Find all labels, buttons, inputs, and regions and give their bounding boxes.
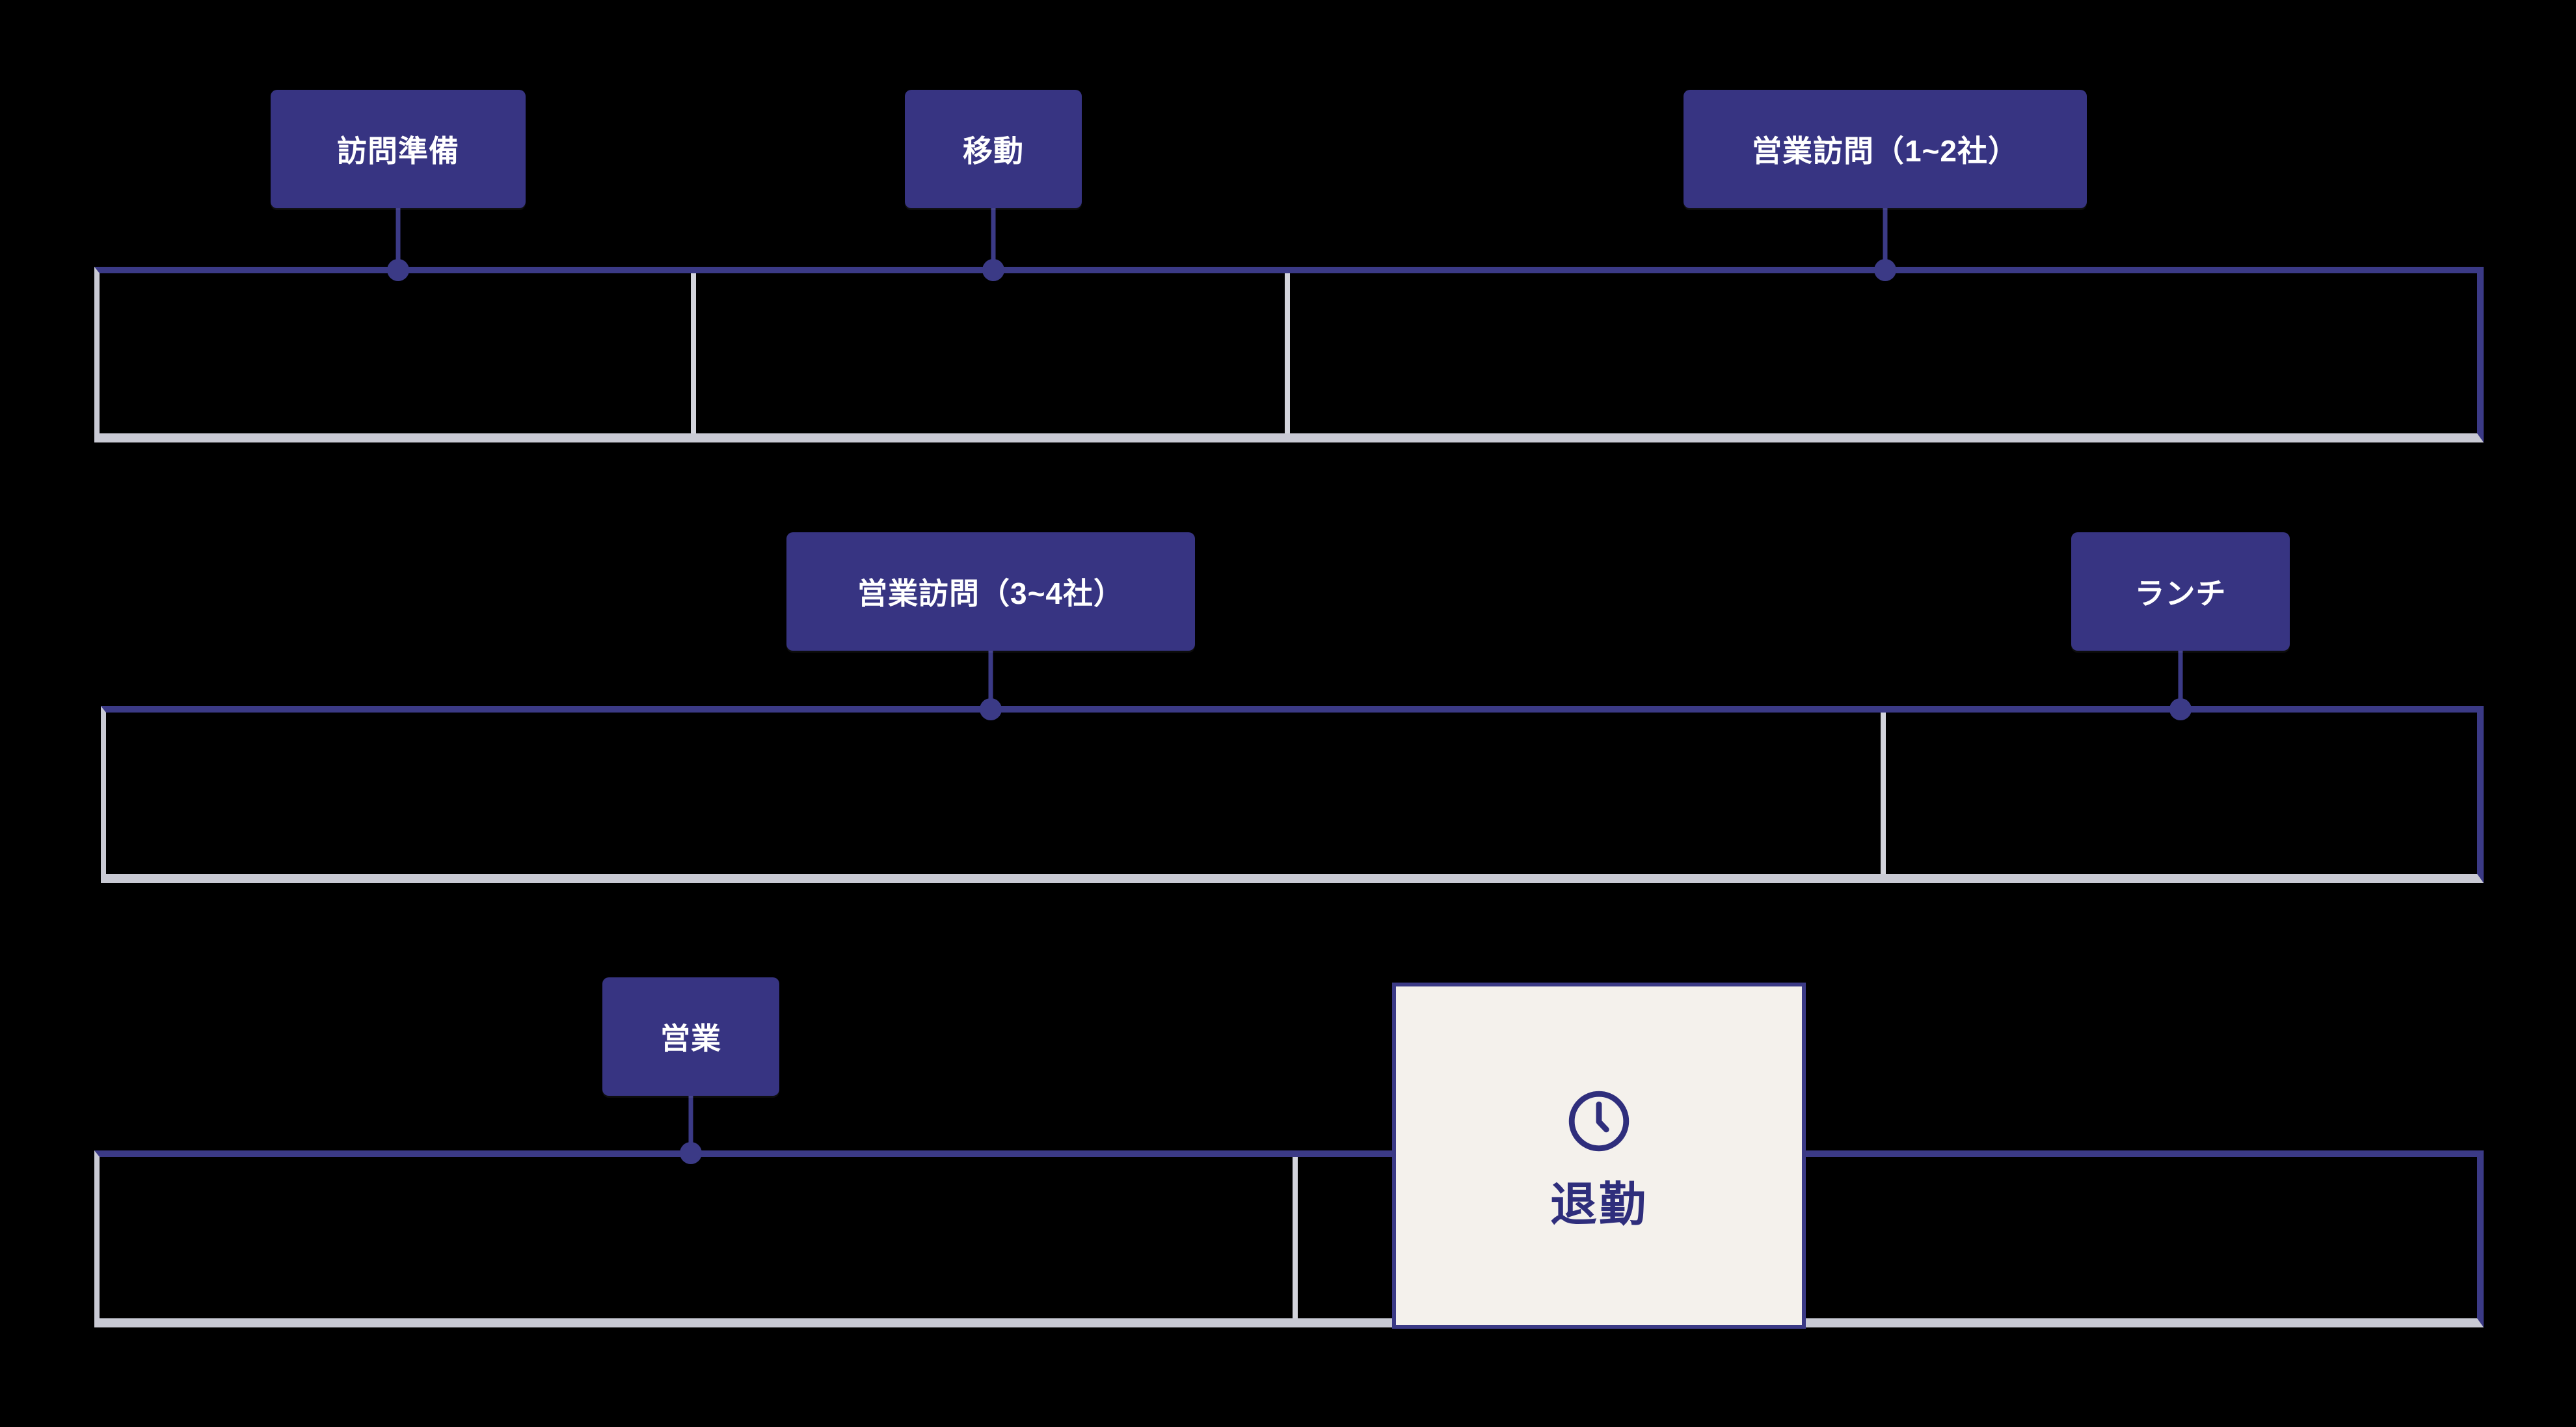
clock-out-label: 退勤 (1550, 1179, 1648, 1231)
row-1-divider-1 (691, 273, 696, 433)
label-transit-text: 移動 (963, 134, 1024, 168)
clock-out-card[interactable]: 退勤 (1392, 983, 1806, 1329)
label-visit-prep[interactable]: 訪問準備 (271, 90, 526, 208)
marker-lunch (2169, 698, 2192, 720)
label-lunch-text: ランチ (2134, 577, 2227, 610)
timeline-row-1[interactable] (94, 267, 2484, 442)
marker-transit (982, 259, 1004, 281)
label-sales-visit-b-text: 営業訪問（3~4社） (857, 577, 1125, 610)
label-sales-visit-b[interactable]: 営業訪問（3~4社） (786, 532, 1195, 651)
connector-sales (688, 1094, 693, 1156)
connector-visit-prep (396, 207, 401, 272)
connector-lunch (2178, 651, 2183, 711)
connector-transit (991, 207, 996, 272)
connector-sales-visit-a (1883, 207, 1888, 272)
row-3-divider-1 (1293, 1157, 1298, 1318)
marker-visit-prep (387, 259, 409, 281)
row-2-divider-1 (1881, 713, 1886, 874)
label-sales-visit-a-text: 営業訪問（1~2社） (1751, 134, 2019, 168)
label-lunch[interactable]: ランチ (2071, 532, 2290, 651)
row-1-divider-2 (1285, 273, 1290, 433)
marker-sales-visit-a (1874, 259, 1896, 281)
label-sales-text: 営業 (660, 1022, 721, 1055)
label-sales[interactable]: 営業 (602, 977, 779, 1096)
connector-sales-visit-b (988, 651, 993, 711)
clock-icon (1561, 1083, 1637, 1160)
marker-sales-visit-b (980, 698, 1002, 720)
timeline-row-3[interactable] (94, 1150, 2484, 1327)
marker-sales (680, 1142, 702, 1164)
label-visit-prep-text: 訪問準備 (337, 134, 459, 168)
label-transit[interactable]: 移動 (905, 90, 1082, 208)
label-sales-visit-a[interactable]: 営業訪問（1~2社） (1684, 90, 2087, 208)
timeline-row-2[interactable] (101, 706, 2484, 883)
